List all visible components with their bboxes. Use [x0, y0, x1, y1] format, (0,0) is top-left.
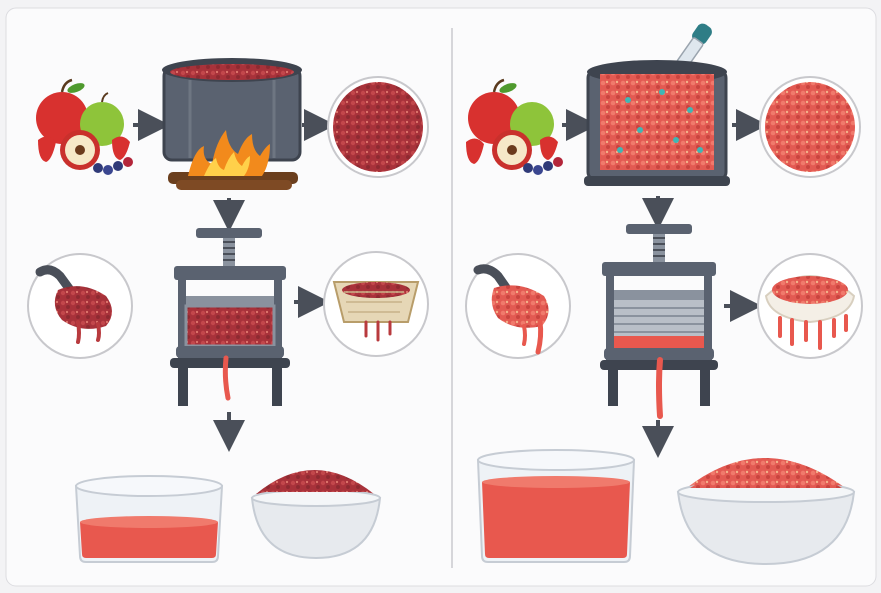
- basket-strainer-icon: [324, 252, 428, 356]
- pot-icon: [584, 60, 730, 186]
- scoop-icon: [28, 254, 132, 358]
- pulp-closeup-icon: [760, 77, 860, 177]
- spoon-icon: [466, 254, 570, 358]
- pulp-closeup-icon: [328, 77, 428, 177]
- cloth-strainer-icon: [758, 254, 862, 358]
- glass-icon: [76, 476, 222, 562]
- glass-icon: [478, 450, 634, 562]
